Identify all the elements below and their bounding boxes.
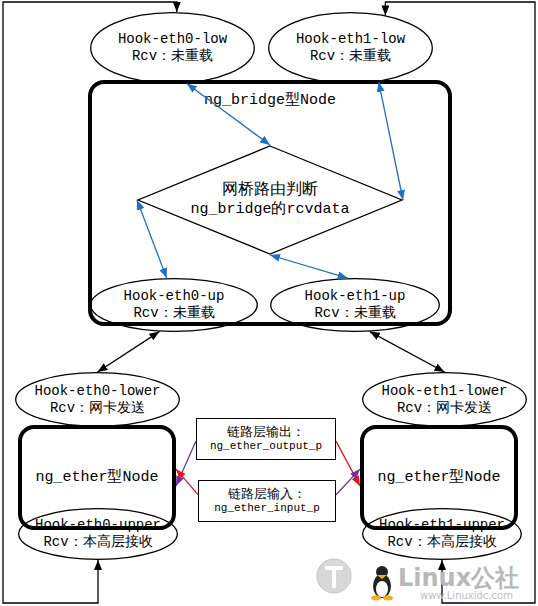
node-subtext: Rcv：未重载: [314, 305, 395, 322]
decision-diamond: 网桥路由判断ng_bridge的rcvdata: [137, 145, 403, 255]
node-subtext: ng_bridge的rcvdata: [190, 201, 349, 219]
node-title: Hook-eth1-upper: [379, 517, 505, 534]
node-title: ng_ether型Node: [35, 469, 158, 487]
hook-ellipse: Hook-eth1-upRcv：未重载: [270, 278, 440, 332]
penguin-beak: [377, 575, 387, 579]
node-title: Hook-eth0-lower: [34, 383, 160, 400]
note-box: 链路层输出：ng_ether_output_p: [196, 418, 336, 460]
penguin-body: [373, 574, 391, 598]
diamond-shape: [138, 146, 402, 254]
node-title: Hook-eth1-low: [296, 31, 405, 48]
watermark-text: Linux公社: [398, 562, 519, 594]
ellipse-shape: [91, 13, 255, 84]
hook-ellipse: Hook-eth0-lowerRcv：网卡发送: [15, 372, 180, 427]
hook-ellipse: Hook-eth0-upRcv：未重载: [90, 278, 258, 332]
connector-arrow: [176, 469, 198, 495]
node-subtext: Rcv：未重载: [132, 48, 213, 65]
hook-ellipse: Hook-eth0-upperRcv：本高层接收: [18, 508, 178, 560]
connector-arrow: [336, 441, 360, 486]
connector-arrow: [187, 84, 270, 146]
penguin-belly: [376, 581, 388, 597]
node-subtext: Rcv：网卡发送: [50, 400, 145, 417]
penguin-foot: [383, 596, 393, 601]
ether-node-box: ng_ether型Node: [360, 425, 518, 530]
node-title: ng_ether型Node: [377, 469, 500, 487]
node-subtext: Rcv：网卡发送: [397, 400, 492, 417]
node-subtext: Rcv：本高层接收: [43, 534, 152, 551]
bridge-node-box: ng_bridge型Node 网桥路由判断ng_bridge的rcvdataHoo…: [88, 80, 452, 326]
logo-mark: [325, 568, 343, 588]
node-title: ng_bridge型Node: [204, 92, 336, 110]
connector-arrow: [370, 332, 445, 372]
connector-arrow: [379, 82, 403, 200]
node-title: Hook-eth0-upper: [35, 517, 161, 534]
ellipse-shape: [269, 13, 433, 84]
hook-ellipse: Hook-eth1-upperRcv：本高层接收: [362, 508, 522, 560]
hook-ellipse: Hook-eth1-lowRcv：未重载: [268, 12, 433, 84]
ellipse-shape: [363, 509, 522, 560]
ellipse-shape: [19, 509, 178, 560]
connector-arrow: [3, 2, 177, 603]
ellipse-shape: [363, 373, 527, 427]
connector-arrow: [176, 441, 196, 486]
node-title: Hook-eth1-up: [305, 288, 406, 305]
node-subtext: Rcv：未重载: [133, 305, 214, 322]
logo-circle: [317, 559, 351, 593]
node-subtext: ng_ether_output_p: [210, 440, 322, 453]
node-title: 链路层输入：: [228, 487, 306, 503]
note-box: 链路层输入：ng_ether_input_p: [198, 480, 336, 522]
node-subtext: ng_ether_input_p: [214, 502, 320, 515]
watermark-url: www.Linuxidc.com: [420, 590, 513, 601]
penguin-foot: [371, 596, 381, 601]
node-title: Hook-eth0-up: [124, 288, 225, 305]
node-subtext: Rcv：未重载: [310, 48, 391, 65]
node-subtext: Rcv：本高层接收: [387, 534, 496, 551]
ellipse-shape: [16, 373, 180, 427]
node-title: Hook-eth1-lower: [381, 383, 507, 400]
connector-arrow: [98, 332, 160, 372]
ellipse-shape: [271, 279, 440, 332]
connector-arrow: [270, 255, 348, 278]
connector-arrow: [336, 469, 360, 495]
hook-ellipse: Hook-eth0-lowRcv：未重载: [90, 12, 255, 84]
connector-arrow: [137, 200, 167, 278]
penguin-head: [376, 566, 388, 578]
node-title: 链路层输出：: [227, 425, 305, 441]
node-title: 网桥路由判断: [222, 181, 318, 200]
diamond-outline: [137, 145, 403, 255]
connector-arrow: [385, 2, 535, 603]
ether-node-box: ng_ether型Node: [18, 425, 176, 530]
ellipse-shape: [91, 279, 258, 332]
node-title: Hook-eth0-low: [118, 31, 227, 48]
hook-ellipse: Hook-eth1-lowerRcv：网卡发送: [362, 372, 527, 427]
